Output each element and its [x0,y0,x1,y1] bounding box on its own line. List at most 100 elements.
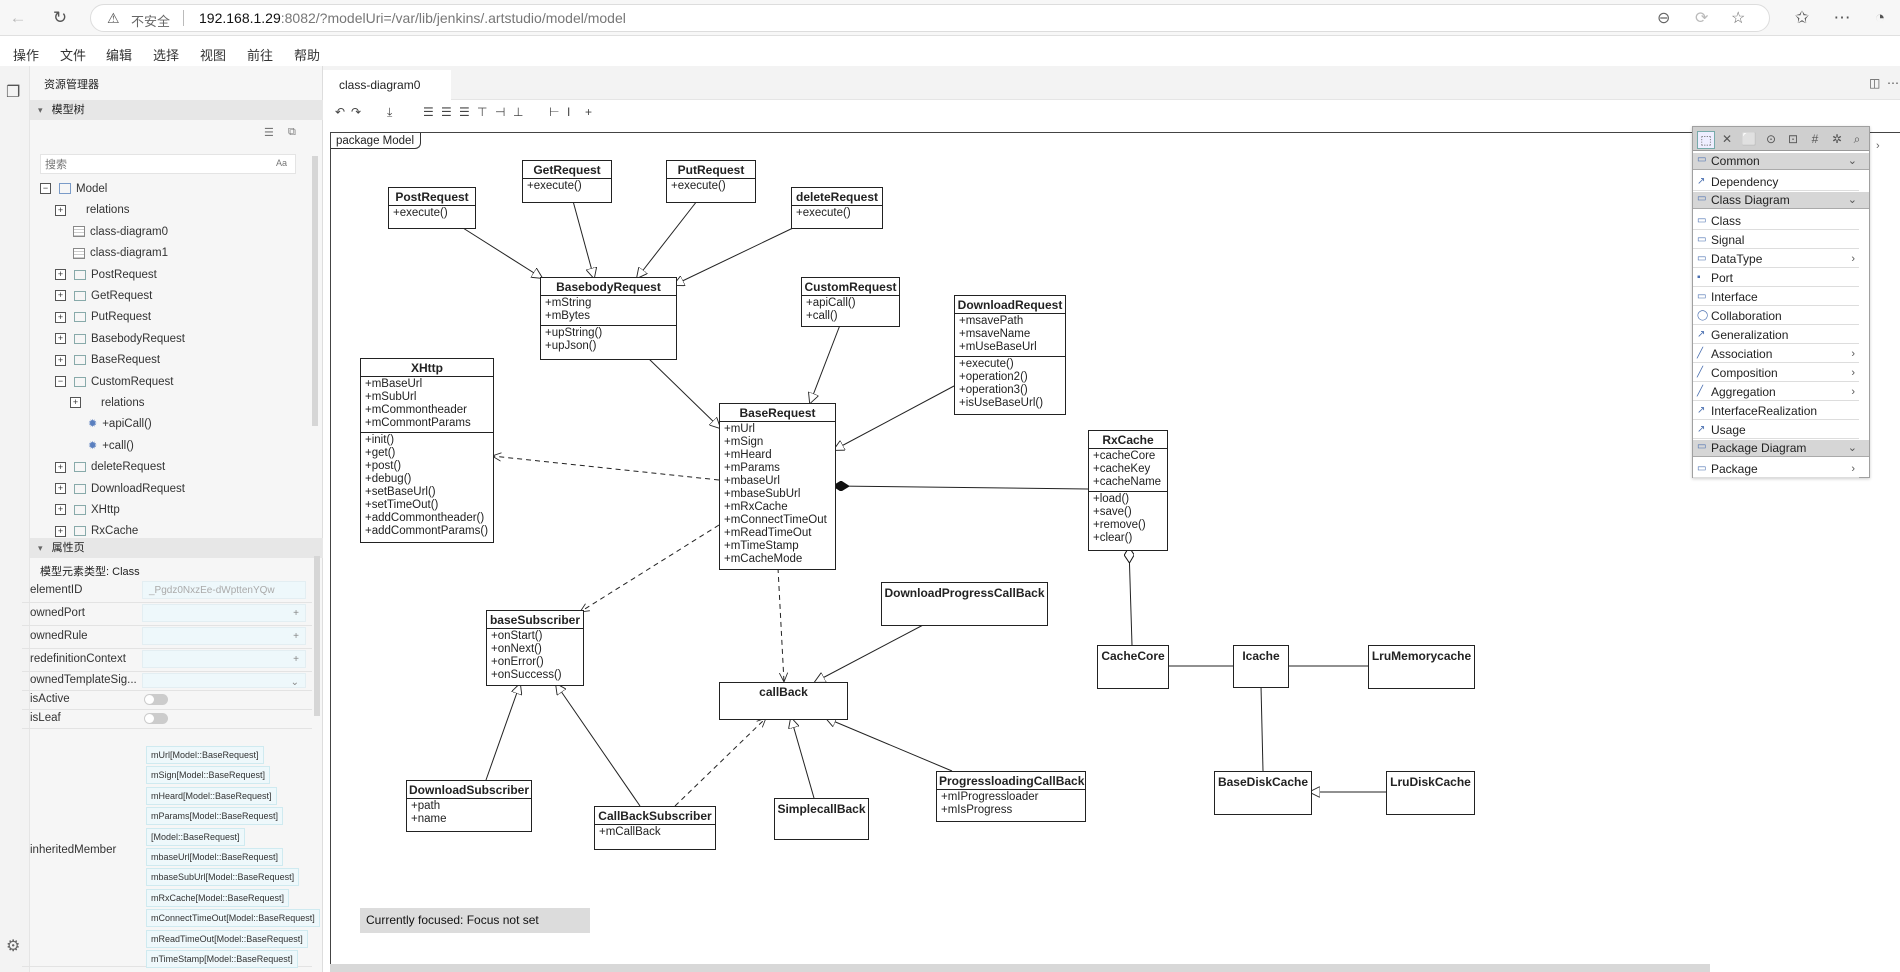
inherited-member-chip[interactable]: mHeard[Model::BaseRequest] [146,786,277,805]
tree-item[interactable]: +BaseRequest [55,350,160,371]
align-right-icon[interactable]: ☰ [459,105,470,119]
export-icon[interactable]: ⤓ [387,105,393,119]
tree-item[interactable]: −Model [40,179,107,200]
center-tool-icon[interactable]: ⊡ [1787,132,1799,146]
composition-base-rxcache[interactable] [834,486,1089,489]
palette-collapse-icon[interactable]: › [1876,140,1880,152]
tree-item[interactable]: +XHttp [55,500,120,521]
class-customrequest[interactable]: CustomRequest+apiCall()+call() [801,277,900,327]
search-tool-icon[interactable]: ⌕ [1853,132,1861,146]
package-label[interactable]: package Model [331,133,421,149]
dependency-base-subscriber[interactable] [580,524,720,612]
chevron-right-icon[interactable]: › [1851,348,1855,360]
tree-item[interactable]: +PutRequest [55,307,151,328]
dependency-callbacksub-callback[interactable] [674,718,766,807]
split-editor-icon[interactable]: ◫ [1869,76,1881,90]
align-middle-icon[interactable]: ⊣ [495,105,506,119]
class-deleterequest[interactable]: deleteRequest+execute() [791,187,883,229]
palette-item-dependency[interactable]: ↗Dependency [1693,173,1859,191]
class-callbacksubscriber[interactable]: CallBackSubscriber+mCallBack [594,806,716,850]
collapse-icon[interactable]: − [40,183,51,195]
inherited-member-chip[interactable]: mRxCache[Model::BaseRequest] [146,888,290,907]
grid-tool-icon[interactable]: # [1811,132,1819,146]
collapse-icon[interactable]: − [55,376,66,388]
tab-class-diagram0[interactable]: class-diagram0 [323,70,451,100]
inherited-member-chip[interactable]: mbaseSubUrl[Model::BaseRequest] [146,868,300,887]
explorer-files-icon[interactable]: ❐ [6,84,21,101]
chevron-right-icon[interactable]: › [1851,386,1855,398]
generalization-callbacksub-basesub[interactable] [556,684,641,807]
settings-gear-icon[interactable]: ⚙ [6,938,21,955]
property-value[interactable]: + [142,604,306,622]
class-baserequest[interactable]: BaseRequest+mUrl+mSign+mHeard+mParams+mb… [719,403,836,570]
expand-icon[interactable]: + [55,333,66,345]
class-cachecore[interactable]: CacheCore [1097,645,1169,689]
translate-icon[interactable]: ⟳ [1695,10,1709,27]
undo-icon[interactable]: ↶ [335,105,346,119]
generalization-basebody-base[interactable] [647,357,720,428]
redo-icon[interactable]: ↷ [351,105,362,119]
tree-item[interactable]: ✹+apiCall() [70,414,152,435]
toggle-switch[interactable] [144,694,168,705]
profile-icon[interactable]: ◔ [1874,8,1886,27]
tree-item[interactable]: ✹+call() [70,436,134,457]
add-icon[interactable]: + [585,105,593,119]
palette-item-class[interactable]: ▭Class [1693,212,1859,230]
inherited-member-chip[interactable]: mConnectTimeOut[Model::BaseRequest] [146,909,320,928]
generalization-put-basebody[interactable] [637,200,698,278]
class-downloadrequest[interactable]: DownloadRequest+msavePath+msaveName+mUse… [954,295,1066,415]
generalization-post-basebody[interactable] [462,227,542,278]
tree-item[interactable]: +RxCache [55,521,138,542]
palette-item-port[interactable]: ▪Port [1693,269,1859,287]
tree-item[interactable]: −CustomRequest [55,372,173,393]
inherited-member-chip[interactable]: mReadTimeOut[Model::BaseRequest] [146,929,308,948]
tree-item[interactable]: +BasebodyRequest [55,329,185,350]
palette-item-aggregation[interactable]: ╱Aggregation› [1693,383,1859,401]
tree-item[interactable]: +GetRequest [55,286,152,307]
align-center-icon[interactable]: ☰ [441,105,452,119]
palette-item-interfacerealization[interactable]: ↗InterfaceRealization [1693,402,1859,420]
tree-item[interactable]: +PostRequest [55,265,157,286]
association-icache-basedisk[interactable] [1260,685,1264,772]
class-icache[interactable]: Icache [1233,645,1289,688]
aggregation-rxcache-cachecore[interactable] [1129,548,1132,646]
menu-file[interactable]: 文件 [60,48,87,63]
expand-icon[interactable]: + [55,269,66,281]
refresh-icon[interactable]: ⧉ [288,126,296,138]
inherited-member-chip[interactable]: [Model::BaseRequest] [146,827,245,846]
dependency-base-xhttp[interactable] [492,456,720,481]
class-downloadsubscriber[interactable]: DownloadSubscriber+path+name [406,780,532,832]
chevron-right-icon[interactable]: › [1851,253,1855,265]
expand-icon[interactable]: + [55,525,66,537]
zoom-out-icon[interactable]: ⊖ [1657,10,1671,27]
chevron-right-icon[interactable]: › [1851,463,1855,475]
class-xhttp[interactable]: XHttp+mBaseUrl+mSubUrl+mCommontheader+mC… [360,358,494,543]
generalization-delete-basebody[interactable] [674,227,794,285]
property-value[interactable]: ⌄ [142,673,306,688]
add-icon[interactable]: + [293,654,299,665]
generalization-progress-callback[interactable] [815,623,926,682]
palette-group-common[interactable]: ▭Common⌄ [1693,153,1869,170]
generalization-simple-callback[interactable] [791,718,815,799]
inherited-member-chip[interactable]: mParams[Model::BaseRequest] [146,807,284,826]
class-postrequest[interactable]: PostRequest+execute() [388,187,476,229]
tree-scrollbar[interactable] [312,156,318,426]
expand-icon[interactable]: + [55,461,66,473]
inherited-member-chip[interactable]: mSign[Model::BaseRequest] [146,766,271,785]
menu-select[interactable]: 选择 [153,48,180,63]
match-case-toggle[interactable]: Aa [275,158,287,168]
expand-icon[interactable]: + [55,354,66,366]
inherited-member-chip[interactable]: mUrl[Model::BaseRequest] [146,746,264,764]
generalization-get-basebody[interactable] [572,200,594,278]
palette-item-signal[interactable]: ▭Signal [1693,231,1859,249]
address-bar[interactable]: ⚠ 不安全 192.168.1.29:8082/?modelUri=/var/l… [90,4,1770,32]
add-icon[interactable]: + [293,631,299,642]
expand-icon[interactable]: + [55,483,66,495]
palette-item-package[interactable]: ▭Package› [1693,460,1859,478]
delete-tool-icon[interactable]: ✕ [1721,132,1733,146]
align-bottom-icon[interactable]: ⊥ [513,105,524,119]
properties-scrollbar[interactable] [314,556,320,716]
favorite-star-icon[interactable]: ☆ [1731,10,1746,27]
expand-icon[interactable]: + [55,204,66,216]
generalization-download-base[interactable] [834,385,955,450]
